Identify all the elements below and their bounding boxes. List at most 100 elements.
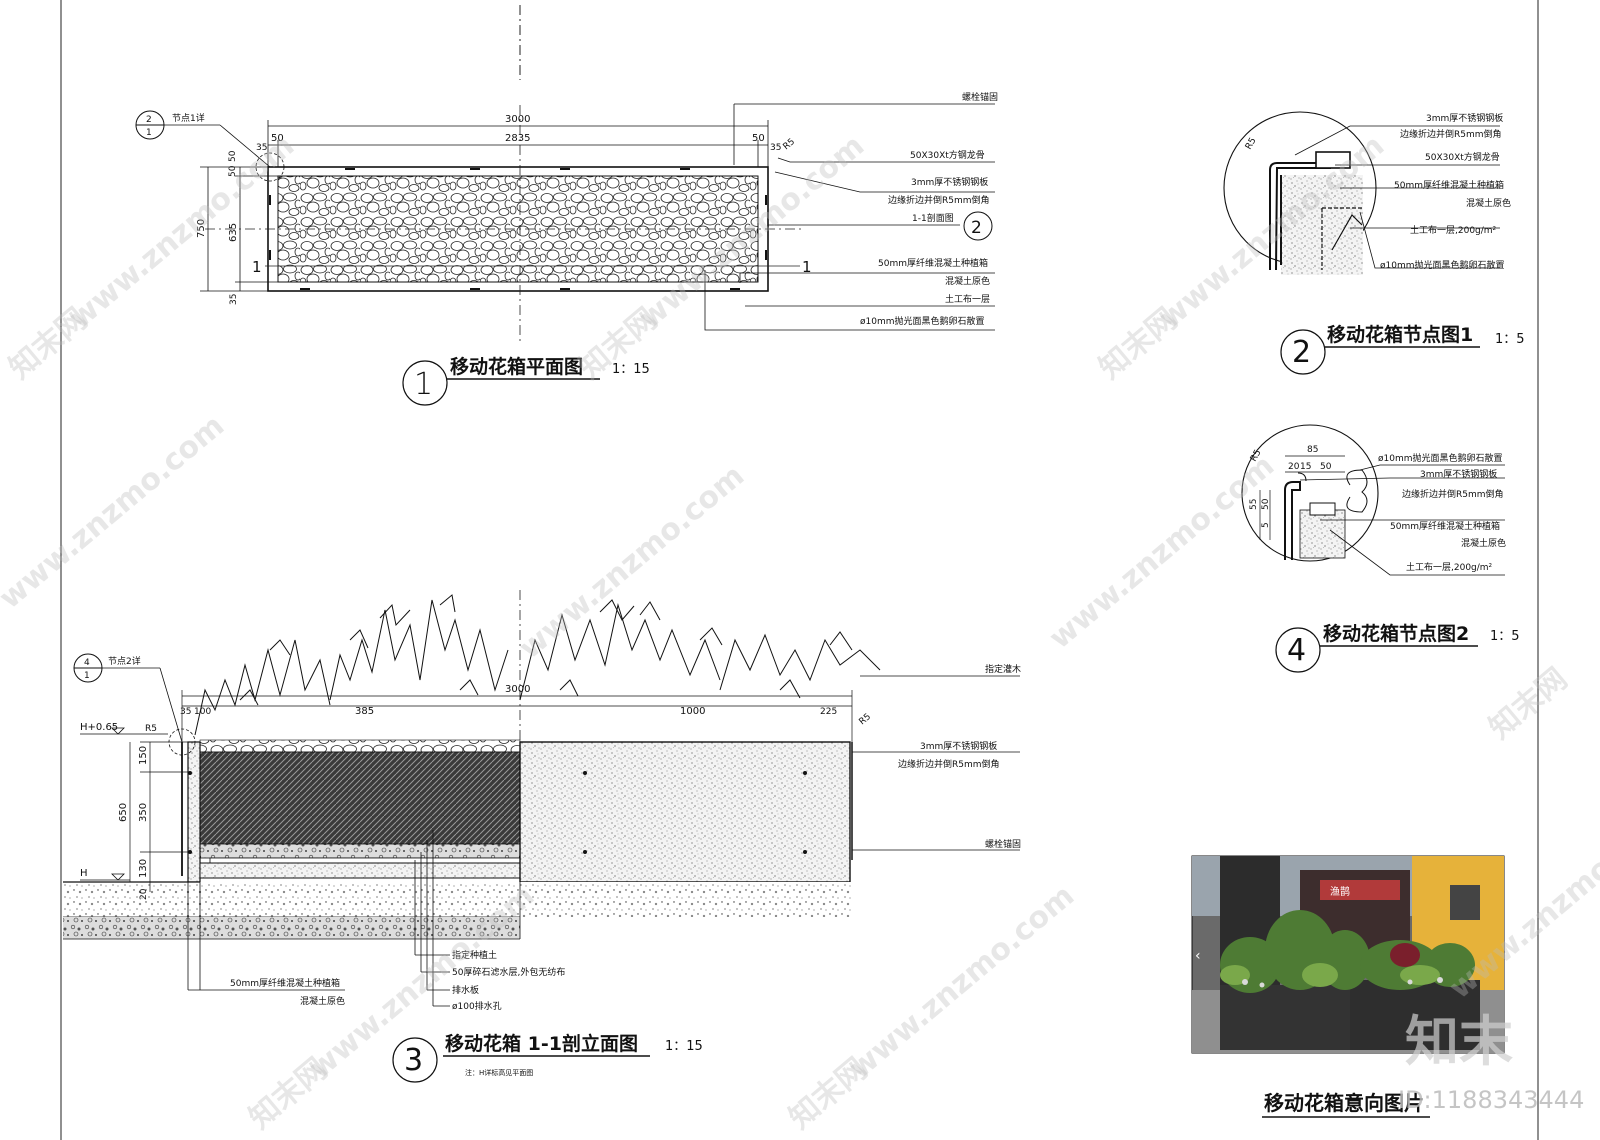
section-callout-bottom-3: ø100排水孔 (452, 1000, 502, 1012)
reference-photo: 渔鹊 ‹ 移动花箱意向图片 (1191, 855, 1505, 1118)
plan-dim-v635: 635 (228, 223, 239, 242)
plan-section-ref-label: 1-1剖面图 (912, 212, 954, 224)
section-dim-1000: 1000 (680, 706, 705, 717)
detail1-callout-3: 50mm厚纤维混凝土种植箱 (1394, 179, 1504, 191)
detail1-title-bubble (1280, 329, 1326, 375)
detail2-title-number: 4 (1287, 633, 1306, 668)
section-title: 移动花箱 1-1剖立面图 (445, 1032, 638, 1055)
plan-callout-6: 土工布一层 (945, 293, 990, 305)
watermark-site-8: www.znzmo.com (843, 878, 1081, 1086)
plan-detail-ref-bottom: 1 (146, 128, 152, 138)
photo-title: 移动花箱意向图片 (1264, 1091, 1424, 1115)
plan-section-ref: 1-1剖面图 2 (768, 211, 993, 241)
plan-section-mark-left: 1 (252, 258, 262, 276)
section-dim-3000: 3000 (505, 684, 530, 695)
detail1-callout-5: 土工布一层,200g/m² (1410, 224, 1497, 236)
plan-pebble-fill (277, 175, 759, 283)
photo-shop-sign: 渔鹊 (1330, 885, 1350, 898)
plan-dim-right: 50 (752, 133, 765, 144)
plan-section-ref-num: 2 (971, 218, 982, 238)
detail1-callout-6: ø10mm抛光面黑色鹅卵石散置 (1380, 259, 1505, 271)
plan-dim-inner: 2835 (505, 133, 530, 144)
section-title-bubble (392, 1037, 438, 1083)
plan-callout-3: 边缘折边并倒R5mm倒角 (888, 194, 990, 206)
plan-dim-total: 3000 (505, 114, 530, 125)
section-dim-v650: 650 (118, 803, 129, 822)
section-callout-left-1: 混凝土原色 (300, 995, 345, 1007)
watermark-site-4: www.znzmo.com (0, 408, 231, 616)
section-callout-bottom-2: 排水板 (452, 984, 479, 996)
watermark-brand-4: 知末网 (1483, 661, 1574, 746)
section-detail-ref-label: 节点2详 (108, 655, 141, 667)
plan-view: 1 1 3000 2835 50 50 35 35 R5 50 50 (135, 91, 998, 406)
detail1-callout-1: 边缘折边并倒R5mm倒角 (1400, 128, 1502, 140)
shrub-foliage (194, 594, 881, 736)
section-dim-v150: 150 (138, 746, 149, 765)
section-callout-right-3: 螺栓锚固 (985, 838, 1021, 850)
detail2-title-bubble (1275, 627, 1321, 673)
plan-callout-2: 3mm厚不锈钢钢板 (911, 176, 988, 188)
detail2-dim-55: 55 (1249, 499, 1259, 510)
photo-left-arrow-icon: ‹ (1195, 948, 1201, 964)
detail2-callout-1: 3mm厚不锈钢钢板 (1420, 468, 1497, 480)
detail2-callout-2: 边缘折边并倒R5mm倒角 (1402, 488, 1504, 500)
plan-title-number: 1 (414, 367, 433, 402)
section-dim-385: 385 (355, 706, 374, 717)
section-callout-right-2: 边缘折边并倒R5mm倒角 (898, 758, 1000, 770)
detail1-title: 移动花箱节点图1 (1327, 323, 1473, 346)
detail1-callout-0: 3mm厚不锈钢钢板 (1426, 112, 1503, 124)
detail2-dim-20: 20 (1288, 462, 1300, 472)
section-callout-bottom-1: 50厚碎石滤水层,外包无纺布 (452, 966, 565, 978)
plan-callout-1: 50X30Xt方钢龙骨 (910, 149, 985, 161)
section-dim-100: 100 (194, 707, 211, 717)
section-dim-v20: 20 (139, 888, 149, 900)
detail2-dim-15: 15 (1300, 462, 1311, 472)
detail2-callout-3: 50mm厚纤维混凝土种植箱 (1390, 520, 1500, 532)
detail1-callout-4: 混凝土原色 (1466, 197, 1511, 209)
section-callout-left-0: 50mm厚纤维混凝土种植箱 (230, 977, 340, 989)
detail2-dim-50: 50 (1320, 462, 1332, 472)
section-dim-v350: 350 (138, 803, 149, 822)
plan-callout-5: 混凝土原色 (945, 275, 990, 287)
plan-dim-v50a: 50 (228, 165, 238, 177)
plan-dim-v50b: 50 (228, 150, 238, 162)
watermark-site-1: www.znzmo.com (63, 128, 301, 336)
plan-radius: R5 (782, 137, 798, 152)
detail1-callout-2: 50X30Xt方钢龙骨 (1425, 151, 1500, 163)
section-detail-ref-bottom: 1 (84, 671, 90, 681)
section-level-top: H+0.65 (80, 722, 118, 733)
section-title-number: 3 (404, 1043, 423, 1078)
section-detail-ref: 4 1 节点2详 (73, 653, 196, 756)
detail2-title: 移动花箱节点图2 (1323, 622, 1469, 645)
section-radius-right: R5 (858, 712, 874, 727)
detail2-dim-5: 5 (1261, 522, 1271, 528)
plan-callout-4: 50mm厚纤维混凝土种植箱 (878, 257, 988, 269)
section-dim-225: 225 (820, 707, 837, 717)
section-view: H+0.65 H 150 650 350 130 20 35 100 385 3… (63, 590, 1021, 1083)
plan-callout-7: ø10mm抛光面黑色鹅卵石散置 (860, 315, 985, 327)
detail2-dim-50v: 50 (1261, 498, 1271, 510)
detail2-dim-85: 85 (1307, 445, 1318, 455)
section-callout-right-1: 3mm厚不锈钢钢板 (920, 740, 997, 752)
plan-section-mark-right: 1 (802, 258, 812, 276)
plan-title: 移动花箱平面图 (450, 355, 583, 378)
section-scale: 1：15 (665, 1039, 703, 1054)
plan-title-bubble (402, 360, 448, 406)
detail2-callout-5: 土工布一层,200g/m² (1406, 561, 1493, 573)
plan-dim-left: 50 (271, 133, 284, 144)
detail2-callout-0: ø10mm抛光面黑色鹅卵石散置 (1378, 452, 1503, 464)
plan-detail-ref: 2 1 节点1详 (135, 110, 285, 182)
watermark-id: ID:1188343444 (1398, 1086, 1584, 1114)
detail2-scale: 1：5 (1490, 629, 1520, 644)
planter-elevation-face (519, 741, 851, 883)
detail2-callout-4: 混凝土原色 (1461, 537, 1506, 549)
watermark-site-6: www.znzmo.com (1043, 448, 1281, 656)
plan-dim-v35: 35 (229, 294, 239, 305)
section-note: 注：H详标高见平面图 (465, 1068, 533, 1077)
section-callout-bottom-0: 指定种植土 (452, 949, 497, 961)
detail1-scale: 1：5 (1495, 332, 1525, 347)
section-detail-ref-top: 4 (84, 658, 90, 668)
plan-detail-ref-top: 2 (146, 115, 152, 125)
detail1-view: R5 3mm厚不锈钢钢板 边缘折边并倒R5mm倒角 50X30Xt方钢龙骨 50… (1223, 111, 1525, 375)
